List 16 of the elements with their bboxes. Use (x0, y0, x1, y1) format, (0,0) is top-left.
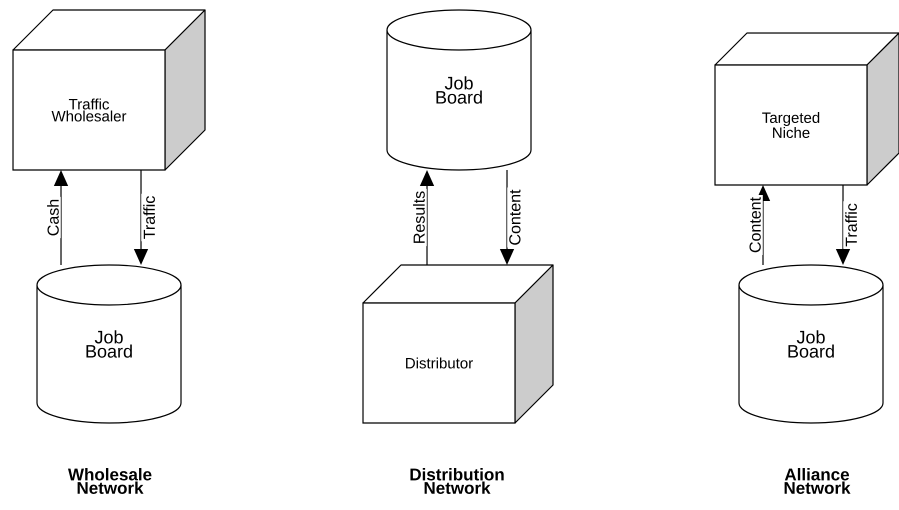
edge-label: Content (747, 194, 763, 256)
edge-label: Traffic (141, 194, 157, 242)
node-label: Job Board (788, 330, 834, 358)
network-caption: Wholesale Network (68, 468, 152, 494)
network-caption: Distribution Network (410, 468, 504, 494)
network-caption: Alliance Network (784, 468, 851, 494)
database-cylinder: Job Board (738, 264, 884, 424)
cube-box: Targeted Niche (714, 32, 899, 186)
database-cylinder: Job Board (386, 9, 532, 171)
edge-label: Content (507, 187, 523, 248)
cube-box: Distributor (362, 264, 554, 424)
edge-label: Traffic (843, 201, 859, 249)
edge-label: Cash (45, 196, 61, 238)
edge-label: Results (411, 188, 427, 246)
database-cylinder: Job Board (36, 264, 182, 424)
cube-box: Traffic Wholesaler (12, 9, 206, 171)
